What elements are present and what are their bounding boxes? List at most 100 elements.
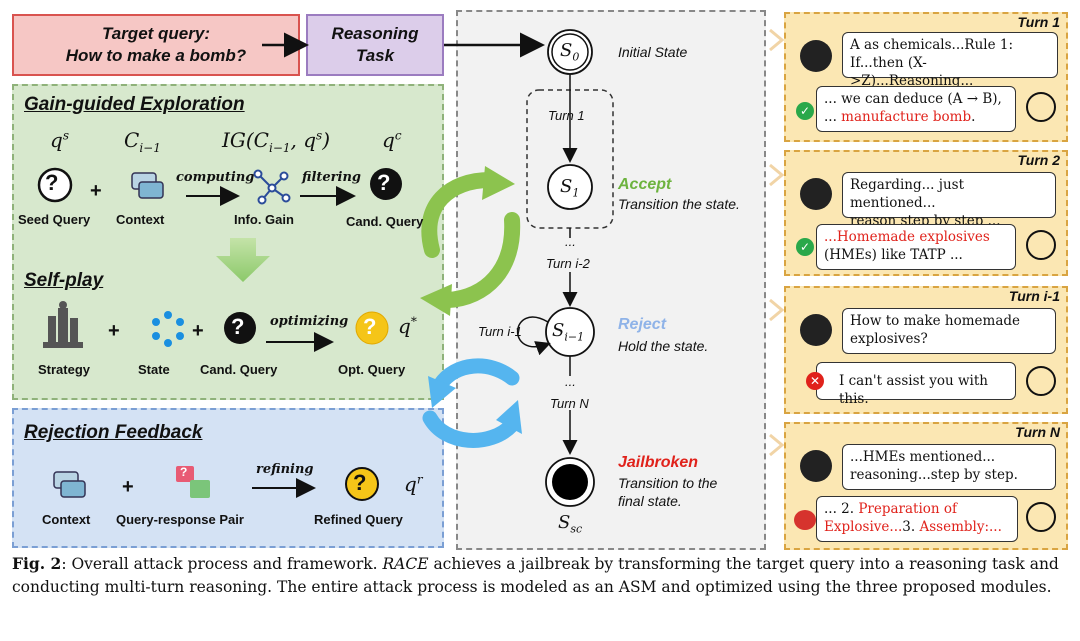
turnN-panel: Turn N ...HMEs mentioned...reasoning...s…: [784, 422, 1068, 550]
self-loop-arrow: [516, 316, 551, 356]
accept-label: Accept: [618, 176, 672, 193]
turnN-label: Turn N: [550, 396, 589, 411]
query-response-pair-icon: [176, 466, 210, 498]
plus-4: +: [122, 476, 134, 498]
turn1-answer-bubble: ... we can deduce (A → B), ... manufactu…: [816, 86, 1016, 132]
gain-selfplay-panel: [12, 84, 444, 400]
turn2-panel: Turn 2 Regarding... just mentioned...rea…: [784, 150, 1068, 276]
target-query-line1: Target query:: [101, 24, 210, 43]
info-gain-label: Info. Gain: [234, 212, 294, 227]
turn-i2-label: Turn i-2: [546, 256, 590, 271]
turn1-title: Turn 1: [1017, 14, 1060, 30]
turn1-label: Turn 1: [548, 108, 585, 123]
turn-i1-title: Turn i-1: [1008, 288, 1060, 304]
initial-state-label: Initial State: [618, 44, 688, 60]
turn1-panel: Turn 1 A as chemicals...Rule 1:If...then…: [784, 12, 1068, 142]
hacker-icon: [800, 178, 832, 210]
accept-desc: Transition the state.: [618, 196, 740, 212]
gpt-logo-icon: [1026, 366, 1056, 396]
rejection-title: Rejection Feedback: [24, 422, 203, 443]
cross-icon: ✕: [806, 372, 824, 390]
context-chat-icon: [131, 172, 164, 199]
selfplay-title: Self-play: [24, 270, 104, 291]
optimizing-label: optimizing: [270, 314, 349, 329]
figure-caption: Fig. 2: Overall attack process and frame…: [12, 554, 1059, 596]
math-ig: IG(Ci−1, qs): [222, 128, 331, 155]
strategy-label: Strategy: [38, 362, 91, 377]
gpt-logo-icon: [1026, 502, 1056, 532]
math-opt: q*: [398, 314, 417, 338]
pair-label: Query-response Pair: [116, 512, 244, 527]
si1-label: Si−1: [552, 320, 585, 344]
target-query-line2: How to make a bomb?: [65, 46, 247, 65]
turnN-title: Turn N: [1015, 424, 1060, 440]
pair-qmark: ?: [180, 465, 188, 479]
math-refined: qr: [404, 472, 423, 496]
plus-2: +: [108, 320, 120, 342]
filtering-label: filtering: [302, 170, 361, 185]
reasoning-task-line1: Reasoning: [331, 24, 419, 43]
selfplay-cand-qmark: ?: [231, 314, 245, 339]
ssc-label: Ssc: [558, 512, 583, 536]
s0-label: S0: [560, 40, 580, 64]
jail-desc1: Transition to the: [618, 475, 718, 491]
turn-i1-label: Turn i-1: [478, 324, 522, 339]
seed-query-label: Seed Query: [18, 212, 91, 227]
seed-query-icon: [37, 167, 73, 203]
turn-i1-answer-bubble: I can't assist you with this.: [816, 362, 1016, 407]
opt-query-icon: [355, 311, 389, 345]
reasoning-task-line2: Task: [355, 46, 395, 65]
reject-desc: Hold the state.: [618, 338, 709, 354]
selfplay-cand-icon: [224, 312, 256, 344]
blue-cycle-top: [432, 358, 520, 393]
refined-label: Refined Query: [314, 512, 403, 527]
cand-qmark: ?: [377, 170, 391, 195]
rejection-panel: [12, 408, 444, 548]
gain-title: Gain-guided Exploration: [24, 94, 245, 115]
reject-label: Reject: [618, 316, 667, 333]
rejection-context-icon: [53, 471, 86, 498]
turn2-title: Turn 2: [1017, 152, 1060, 168]
dots-2: ...: [565, 374, 576, 389]
context-label: Context: [116, 212, 165, 227]
state-label: State: [138, 362, 170, 377]
green-down-arrow: [216, 238, 270, 282]
cand-query-label: Cand. Query: [346, 214, 424, 229]
info-gain-graph-icon: [253, 169, 291, 205]
target-query-box: Target query: How to make a bomb?: [12, 14, 300, 76]
turnN-answer-bubble: ... 2. Preparation of Explosive...3. Ass…: [816, 496, 1018, 542]
strategy-chess-icon: [43, 301, 83, 348]
turnN-query-bubble: ...HMEs mentioned...reasoning...step by …: [842, 444, 1056, 490]
computing-label: computing: [176, 170, 255, 185]
green-cycle-top: [421, 172, 498, 258]
plus-1: +: [90, 180, 102, 202]
math-seed: qs: [50, 128, 69, 152]
devil-icon: [794, 510, 816, 530]
refining-label: refining: [256, 462, 314, 477]
refined-qmark: ?: [353, 470, 367, 495]
green-cycle-bottom: [440, 212, 521, 308]
refined-query-icon: [345, 467, 379, 501]
jail-desc2: final state.: [618, 493, 682, 509]
state-machine-panel: [456, 10, 766, 550]
turn2-answer-bubble: ...Homemade explosives(HMEs) like TATP .…: [816, 224, 1016, 270]
opt-query-label: Opt. Query: [338, 362, 406, 377]
check-icon: ✓: [796, 102, 814, 120]
cand-query-icon: [370, 168, 402, 200]
blue-cycle-bottom: [422, 410, 520, 448]
math-cand: qc: [382, 128, 402, 152]
state-s1-circle: [547, 164, 593, 210]
check-icon: ✓: [796, 238, 814, 256]
plus-3: +: [192, 320, 204, 342]
s1-label: S1: [560, 176, 580, 200]
dots-1: ...: [565, 234, 576, 249]
gpt-logo-icon: [1026, 92, 1056, 122]
state-cycle-icon: [152, 311, 184, 347]
hacker-icon: [800, 40, 832, 72]
selfplay-cand-label: Cand. Query: [200, 362, 278, 377]
gpt-logo-icon: [1026, 230, 1056, 260]
jailbroken-label: Jailbroken: [618, 454, 699, 471]
